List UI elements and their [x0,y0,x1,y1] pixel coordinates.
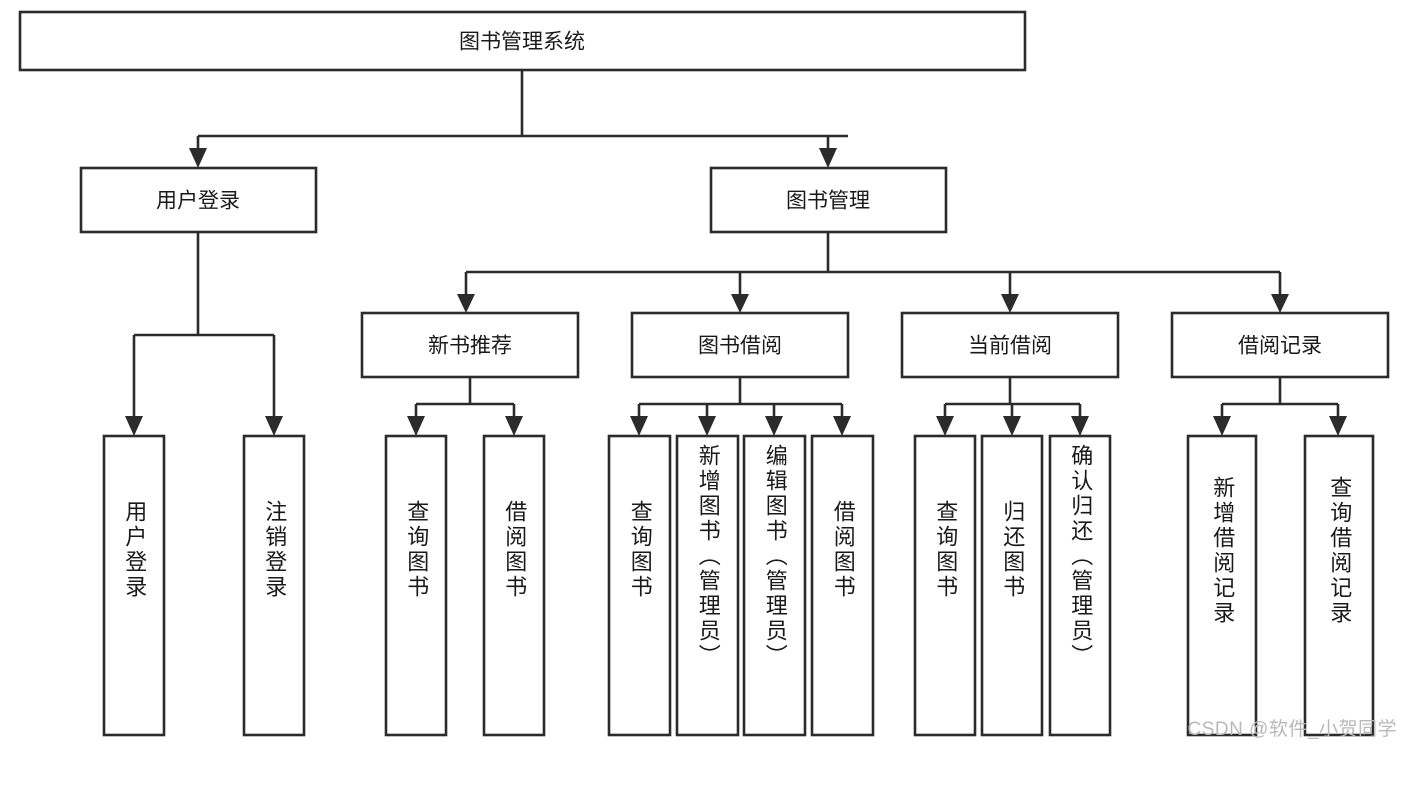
leaf-box-book-borrow-1[interactable] [607,434,672,737]
arrow-user-login-leaf-1 [125,416,143,436]
node-root-system-label: 图书管理系统 [459,31,585,54]
arrow-book-manage-to-current-borrow [1001,294,1019,313]
arrow-book-borrow-leaf-3 [765,416,783,436]
arrow-root-to-user-login [189,148,207,168]
connector-group-root [189,70,848,168]
leaf-boxes-book-borrow [607,434,875,737]
node-new-book-recommend-label: 新书推荐 [428,335,512,358]
leaf-box-new-book-2[interactable] [482,434,546,737]
leaf-box-book-borrow-3[interactable] [742,434,807,737]
arrow-current-borrow-leaf-1 [936,416,954,436]
arrow-root-to-book-manage [819,148,837,168]
node-current-borrow-box[interactable] [900,311,1120,379]
book-management-system-diagram: 图书管理系统 用户登录 图书管理 新书推荐 图书借阅 当前借阅 借阅记录 [18,10,1397,740]
csdn-watermark: CSDN @软件_小贺同学 [1187,719,1397,740]
leaf-box-user-login-2[interactable] [242,434,306,737]
node-borrow-record-box[interactable] [1170,311,1390,379]
leaf-box-book-borrow-2[interactable] [675,434,740,737]
connector-group-user-login [125,232,283,436]
leaf-box-current-borrow-2[interactable] [980,434,1044,737]
arrow-current-borrow-leaf-3 [1071,416,1089,436]
leaf-box-current-borrow-3[interactable] [1048,434,1112,737]
arrow-borrow-record-leaf-1 [1213,416,1231,436]
connector-group-new-book [407,377,523,436]
arrow-new-book-leaf-1 [407,416,425,436]
node-book-manage[interactable]: 图书管理 [709,166,948,234]
arrow-new-book-leaf-2 [505,416,523,436]
node-new-book-recommend-box[interactable] [360,311,580,379]
node-borrow-record[interactable]: 借阅记录 [1170,311,1390,379]
node-new-book-recommend[interactable]: 新书推荐 [360,311,580,379]
arrow-user-login-leaf-2 [265,416,283,436]
leaf-box-user-login-1[interactable] [102,434,166,737]
node-user-login[interactable]: 用户登录 [79,166,318,234]
node-book-borrow[interactable]: 图书借阅 [630,311,850,379]
leaf-box-borrow-record-1[interactable] [1186,434,1258,737]
node-current-borrow[interactable]: 当前借阅 [900,311,1120,379]
connector-group-current-borrow [936,377,1089,436]
node-borrow-record-label: 借阅记录 [1238,335,1322,358]
leaf-box-borrow-record-2[interactable] [1303,434,1375,737]
arrow-book-manage-to-borrow-record [1271,294,1289,313]
arrow-book-borrow-leaf-4 [833,416,851,436]
node-book-borrow-label: 图书借阅 [698,335,782,358]
connector-group-book-borrow [630,377,851,436]
node-book-borrow-box[interactable] [630,311,850,379]
leaf-box-current-borrow-1[interactable] [913,434,977,737]
node-current-borrow-label: 当前借阅 [968,335,1052,358]
leaf-box-book-borrow-4[interactable] [810,434,875,737]
connector-group-borrow-record [1213,377,1347,436]
arrow-book-borrow-leaf-2 [698,416,716,436]
node-book-manage-label: 图书管理 [786,190,870,213]
node-user-login-label: 用户登录 [156,190,240,213]
node-root-system-box[interactable] [18,10,1027,72]
leaf-box-new-book-1[interactable] [384,434,448,737]
leaf-boxes-new-book-recommend [384,434,546,737]
arrow-book-manage-to-book-borrow [731,294,749,313]
leaf-boxes-borrow-record [1186,434,1375,737]
arrow-current-borrow-leaf-2 [1003,416,1021,436]
flowchart-canvas: 图书管理系统 用户登录 图书管理 新书推荐 图书借阅 当前借阅 借阅记录 [18,10,1390,737]
arrow-borrow-record-leaf-2 [1329,416,1347,436]
node-root-system[interactable]: 图书管理系统 [18,10,1027,72]
node-book-manage-box[interactable] [709,166,948,234]
node-user-login-box[interactable] [79,166,318,234]
connector-group-book-manage [457,232,1289,313]
leaf-boxes-current-borrow [913,434,1112,737]
arrow-book-manage-to-new-book [457,294,475,313]
arrow-book-borrow-leaf-1 [630,416,648,436]
leaf-boxes-user-login [102,434,306,737]
